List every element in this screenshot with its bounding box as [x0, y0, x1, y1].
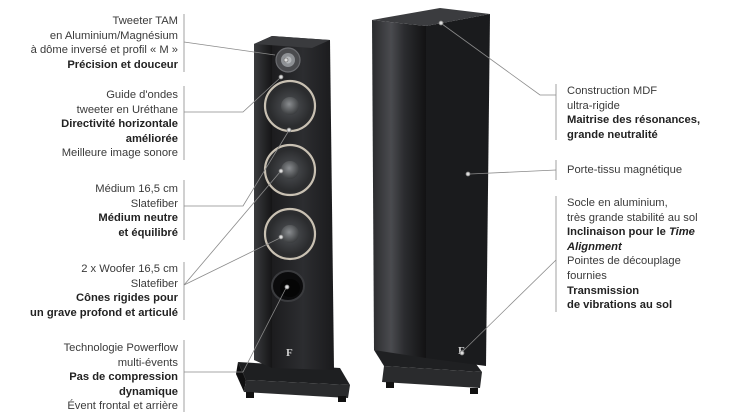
annotation-highlight: dynamique [118, 385, 178, 398]
annotation-highlight: Précision et douceur [67, 58, 178, 71]
annotation-line: ultra-rigide [567, 99, 620, 112]
woofer-annotation: 2 x Woofer 16,5 cm Slatefiber Cônes rigi… [30, 262, 178, 320]
annotation-line: Slatefiber [130, 197, 178, 210]
annotation-line: Technologie Powerflow [63, 342, 178, 354]
woofer-driver [263, 207, 317, 261]
annotation-highlight: Pas de compression [69, 371, 178, 384]
rear-speaker: F [372, 8, 490, 394]
annotation-line: à dôme inversé et profil « M » [30, 44, 178, 57]
cabinet-annotation: Construction MDF ultra-rigide Maitrise d… [567, 84, 700, 142]
annotation-line: multi-évents [117, 356, 178, 369]
annotation-highlight: Inclinaison pour le [567, 226, 666, 239]
waveguide-annotation: Guide d'ondes tweeter en Uréthane Direct… [61, 88, 178, 161]
annotation-line: fournies [567, 269, 607, 282]
midrange-driver [263, 143, 317, 197]
front-logo: F [286, 347, 293, 359]
base-annotation: Socle en aluminium, très grande stabilit… [567, 196, 698, 313]
annotation-line: Pointes de découplage [567, 255, 681, 268]
annotation-line: Socle en aluminium, [567, 197, 668, 209]
callout-brackets [183, 14, 557, 412]
annotation-highlight-italic: Alignment [567, 240, 622, 253]
annotation-line: Médium 16,5 cm [95, 183, 178, 195]
port-annotation: Technologie Powerflow multi-évents Pas d… [64, 341, 178, 414]
annotation-line: Évent frontal et arrière [67, 400, 178, 413]
midrange-driver-top [263, 79, 317, 133]
annotation-line: très grande stabilité au sol [567, 211, 698, 224]
front-speaker: F [236, 36, 350, 402]
annotation-highlight: Maitrise des résonances, [567, 114, 701, 127]
annotation-highlight: Cônes rigides pour [76, 292, 178, 305]
annotation-highlight: Médium neutre [98, 212, 178, 225]
annotation-line: tweeter en Uréthane [76, 103, 178, 116]
annotation-highlight: Directivité horizontale [61, 118, 178, 131]
annotation-highlight-italic: Time [668, 226, 695, 239]
grille-annotation: Porte-tissu magnétique [567, 163, 682, 178]
annotation-line: Guide d'ondes [106, 89, 178, 101]
annotation-highlight: et équilibré [118, 226, 178, 239]
annotation-line: Porte-tissu magnétique [567, 164, 683, 176]
midrange-annotation: Médium 16,5 cm Slatefiber Médium neutre … [95, 182, 178, 240]
annotation-line: Meilleure image sonore [61, 147, 178, 160]
annotation-line: en Aluminium/Magnésium [49, 29, 178, 42]
annotation-line: 2 x Woofer 16,5 cm [81, 263, 178, 275]
annotation-highlight: de vibrations au sol [567, 299, 673, 312]
annotation-highlight: améliorée [125, 132, 178, 145]
annotation-highlight: grande neutralité [567, 128, 658, 141]
fabric-grille [426, 14, 490, 366]
tweeter-annotation: Tweeter TAM en Aluminium/Magnésium à dôm… [31, 14, 178, 72]
annotation-line: Slatefiber [130, 277, 178, 290]
callout-lines [183, 20, 557, 373]
annotation-line: Construction MDF [567, 85, 658, 97]
annotation-line: Tweeter TAM [112, 15, 178, 27]
annotation-highlight: Transmission [567, 284, 640, 297]
annotation-highlight: un grave profond et articulé [30, 306, 178, 319]
